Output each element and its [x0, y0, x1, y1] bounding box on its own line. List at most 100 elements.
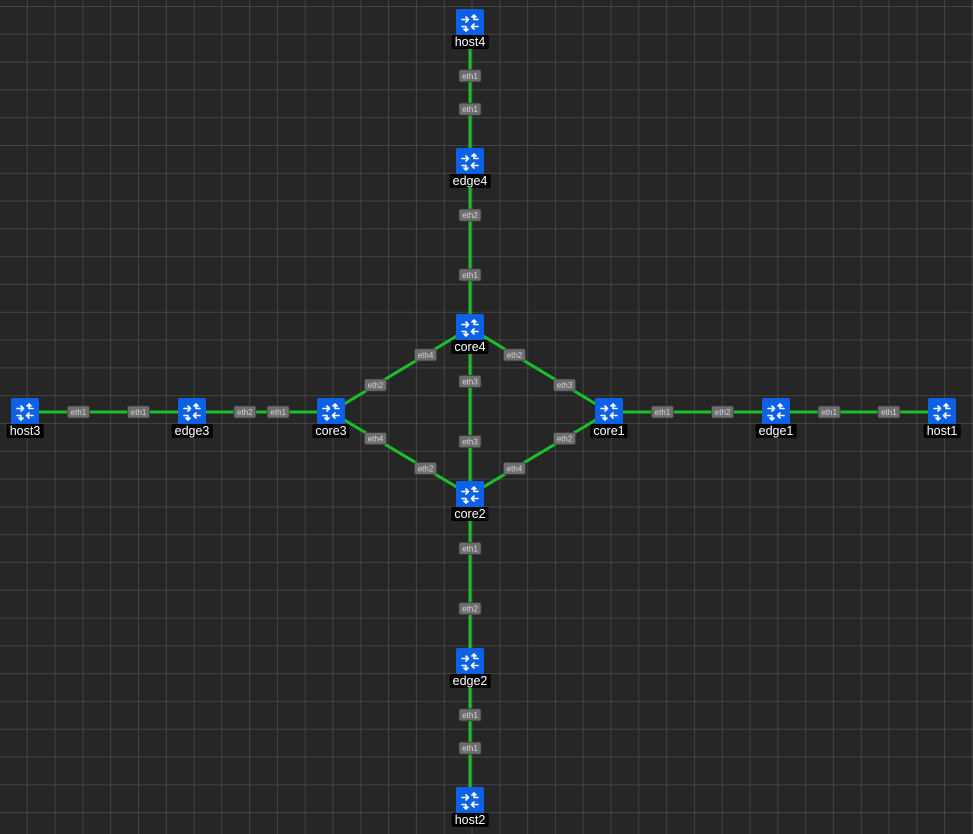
- port-label-text: eth2: [715, 408, 731, 417]
- router-icon[interactable]: [178, 398, 206, 426]
- port-edge2-eth2: eth2: [458, 602, 482, 615]
- port-core1-eth3: eth3: [553, 378, 576, 392]
- port-host2-eth1: eth1: [458, 741, 482, 755]
- node-edge4[interactable]: edge4: [449, 148, 491, 188]
- port-badge: [67, 405, 90, 419]
- node-label: edge4: [449, 174, 491, 188]
- router-icon[interactable]: [456, 787, 484, 815]
- port-label-text: eth1: [821, 408, 837, 417]
- node-label: core4: [451, 340, 489, 354]
- node-label: core3: [312, 424, 350, 438]
- port-label-text: eth2: [237, 408, 253, 417]
- node-host4[interactable]: host4: [451, 9, 489, 49]
- port-badge: [458, 542, 482, 555]
- port-core4-eth3: eth3: [458, 375, 482, 388]
- port-label-text: eth2: [418, 464, 434, 473]
- port-label-text: eth4: [507, 464, 523, 473]
- port-badge: [503, 462, 526, 475]
- port-host4-eth1: eth1: [458, 69, 482, 83]
- node-edge1[interactable]: edge1: [755, 398, 797, 438]
- port-badge: [458, 435, 482, 448]
- link-core3-core2[interactable]: [330, 410, 471, 497]
- node-core2[interactable]: core2: [451, 481, 489, 521]
- port-label-text: eth1: [462, 271, 478, 280]
- port-label-text: eth3: [462, 377, 478, 386]
- port-label-text: eth1: [881, 408, 897, 417]
- link-core2-core1[interactable]: [469, 410, 610, 497]
- port-badge: [458, 708, 482, 722]
- port-label-text: eth1: [462, 744, 478, 753]
- port-badge: [458, 102, 482, 116]
- port-edge4-eth1: eth1: [458, 102, 482, 116]
- port-label-text: eth4: [418, 351, 434, 360]
- port-label-text: eth1: [462, 105, 478, 114]
- router-icon[interactable]: [456, 148, 484, 176]
- port-label-text: eth3: [557, 381, 573, 390]
- port-badge: [458, 268, 482, 282]
- port-label-text: eth1: [270, 408, 286, 417]
- port-core3-eth4: eth4: [364, 432, 387, 445]
- port-badge: [877, 405, 901, 419]
- port-badge: [651, 405, 674, 419]
- router-icon[interactable]: [11, 398, 39, 426]
- port-core2-eth2: eth2: [414, 462, 437, 475]
- port-host3-eth1: eth1: [67, 405, 90, 419]
- link-core4-core1[interactable]: [469, 326, 610, 414]
- port-badge: [458, 375, 482, 388]
- port-label-text: eth4: [368, 435, 384, 444]
- port-core3-eth1: eth1: [266, 405, 290, 419]
- router-icon[interactable]: [456, 648, 484, 676]
- node-label: host2: [451, 813, 489, 827]
- port-label-text: eth2: [507, 351, 523, 360]
- port-core2-eth1: eth1: [458, 542, 482, 555]
- port-badge: [364, 378, 387, 392]
- port-edge3-eth2: eth2: [233, 405, 257, 419]
- router-icon[interactable]: [456, 314, 484, 342]
- port-edge4-eth2: eth2: [458, 208, 482, 222]
- node-host1[interactable]: host1: [923, 398, 961, 438]
- port-host1-eth1: eth1: [877, 405, 901, 419]
- port-edge1-eth2: eth2: [711, 405, 734, 419]
- node-edge3[interactable]: edge3: [171, 398, 213, 438]
- router-icon[interactable]: [928, 398, 956, 426]
- port-badge: [553, 432, 576, 445]
- node-label: host3: [6, 424, 44, 438]
- router-icon[interactable]: [762, 398, 790, 426]
- port-badge: [414, 348, 437, 362]
- port-label-text: eth1: [655, 408, 671, 417]
- node-label: host1: [923, 424, 961, 438]
- router-icon[interactable]: [456, 9, 484, 37]
- link-core3-core4[interactable]: [330, 326, 471, 414]
- port-badge: [458, 208, 482, 222]
- port-label-text: eth2: [462, 211, 478, 220]
- router-icon[interactable]: [317, 398, 345, 426]
- port-label-text: eth1: [71, 408, 87, 417]
- port-label-text: eth1: [462, 544, 478, 553]
- port-label-text: eth1: [131, 408, 147, 417]
- node-label: edge1: [755, 424, 797, 438]
- node-core3[interactable]: core3: [312, 398, 350, 438]
- port-label-text: eth3: [462, 438, 478, 447]
- port-core4-eth1: eth1: [458, 268, 482, 282]
- port-badge: [233, 405, 257, 419]
- node-label: core2: [451, 507, 489, 521]
- port-badge: [458, 602, 482, 615]
- port-edge1-eth1: eth1: [817, 405, 841, 419]
- port-badge: [364, 432, 387, 445]
- port-label-text: eth2: [368, 381, 384, 390]
- router-icon[interactable]: [595, 398, 623, 426]
- node-label: core1: [590, 424, 628, 438]
- port-core4-eth2: eth2: [503, 348, 526, 362]
- node-core1[interactable]: core1: [590, 398, 628, 438]
- port-edge2-eth1: eth1: [458, 708, 482, 722]
- node-host2[interactable]: host2: [451, 787, 489, 827]
- router-icon[interactable]: [456, 481, 484, 509]
- port-core2-eth3: eth3: [458, 435, 482, 448]
- node-host3[interactable]: host3: [6, 398, 44, 438]
- port-edge3-eth1: eth1: [127, 405, 150, 419]
- node-core4[interactable]: core4: [451, 314, 489, 354]
- node-label: host4: [451, 35, 489, 49]
- node-edge2[interactable]: edge2: [449, 648, 491, 688]
- port-badge: [817, 405, 841, 419]
